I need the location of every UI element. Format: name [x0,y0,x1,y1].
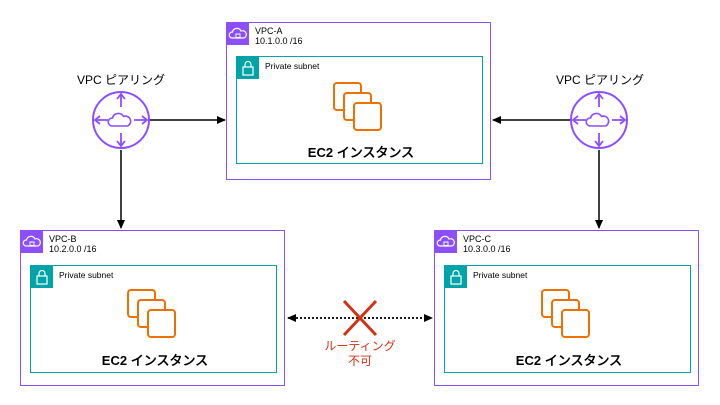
vpc-b-container: VPC-B 10.2.0.0 /16 Private subnet EC2 イン… [20,230,285,386]
routing-not-possible-label: ルーティング 不可 [300,339,420,369]
vpc-a-ec2-label: EC2 インスタンス [307,145,415,160]
padlock-icon [237,57,259,79]
ec2-instances-icon [541,289,590,338]
vpc-a-private-subnet: Private subnet EC2 インスタンス [236,56,483,164]
peering-right-label: VPC ピアリング [555,73,644,87]
vpc-a-name: VPC-A [255,26,283,36]
vpc-b-cidr: 10.2.0.0 /16 [49,244,97,254]
vpc-a-container: VPC-A 10.1.0.0 /16 Private subnet EC2 イン… [226,22,491,180]
vpc-c-private-subnet: Private subnet EC2 インスタンス [444,265,691,373]
vpc-c-subnet-label: Private subnet [473,270,528,280]
vpc-cloud-icon [227,23,249,45]
peering-left-label: VPC ピアリング [76,73,165,87]
cross-icon [342,299,378,337]
routing-label-line1: ルーティング [324,339,396,353]
peering-router-icon-right [570,91,628,149]
vpc-c-name: VPC-C [463,234,492,244]
vpc-cloud-icon [435,231,457,253]
vpc-c-cidr: 10.3.0.0 /16 [463,244,511,254]
vpc-b-name: VPC-B [49,234,77,244]
ec2-instances-icon [127,289,176,338]
peering-router-icon-left [92,91,150,149]
vpc-c-ec2-label: EC2 インスタンス [515,353,623,368]
padlock-icon [31,266,53,288]
ec2-instances-icon [333,82,382,131]
routing-label-line2: 不可 [347,354,372,368]
vpc-a-cidr: 10.1.0.0 /16 [255,36,303,46]
vpc-c-container: VPC-C 10.3.0.0 /16 Private subnet EC2 イン… [434,230,699,386]
vpc-b-subnet-label: Private subnet [59,270,114,280]
vpc-a-subnet-label: Private subnet [265,61,320,71]
vpc-b-private-subnet: Private subnet EC2 インスタンス [30,265,277,373]
vpc-b-ec2-label: EC2 インスタンス [101,353,209,368]
padlock-icon [445,266,467,288]
vpc-cloud-icon [21,231,43,253]
